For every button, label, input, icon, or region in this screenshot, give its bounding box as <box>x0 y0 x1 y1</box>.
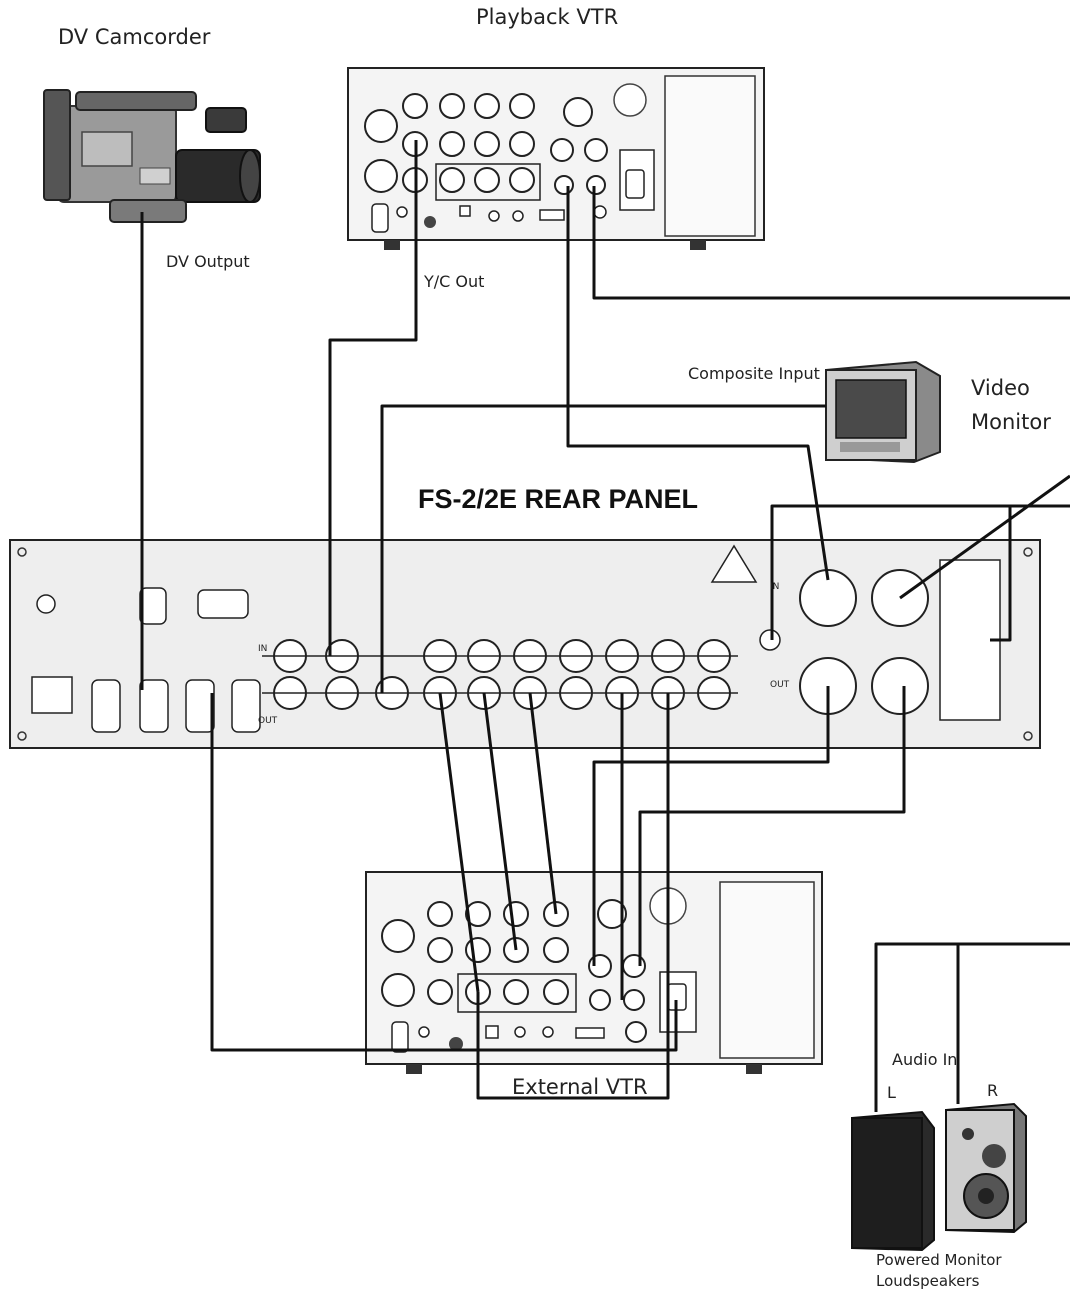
panel-in-mark-xlr: IN <box>770 582 779 592</box>
video-monitor-label-line1: Video <box>971 376 1030 400</box>
fs2-rear-panel-illustration <box>10 540 1040 748</box>
yc-out-label: Y/C Out <box>424 272 484 291</box>
speakers-label-line1: Powered Monitor <box>876 1251 1002 1269</box>
speaker-left-illustration <box>852 1112 934 1250</box>
dv-output-label: DV Output <box>166 252 250 271</box>
speakers-label-line2: Loudspeakers <box>876 1272 979 1290</box>
speaker-left-label: L <box>887 1083 896 1102</box>
panel-in-mark: IN <box>258 644 267 654</box>
video-monitor-label-line2: Monitor <box>971 410 1051 434</box>
speaker-right-illustration <box>946 1104 1026 1232</box>
panel-title: FS-2/2E REAR PANEL <box>418 484 698 515</box>
dv-camcorder-illustration <box>44 90 260 222</box>
video-monitor-illustration <box>826 362 940 462</box>
speaker-right-label: R <box>987 1081 998 1100</box>
audio-in-label: Audio In <box>892 1050 957 1069</box>
playback-vtr-illustration <box>348 68 764 250</box>
panel-out-mark: OUT <box>258 716 277 726</box>
composite-input-label: Composite Input <box>688 364 820 383</box>
playback-vtr-label: Playback VTR <box>476 5 618 29</box>
dv-camcorder-label: DV Camcorder <box>58 25 210 49</box>
cable-speaker-feed <box>876 944 1070 1112</box>
external-vtr-label: External VTR <box>512 1075 648 1099</box>
panel-out-mark-xlr: OUT <box>770 680 789 690</box>
